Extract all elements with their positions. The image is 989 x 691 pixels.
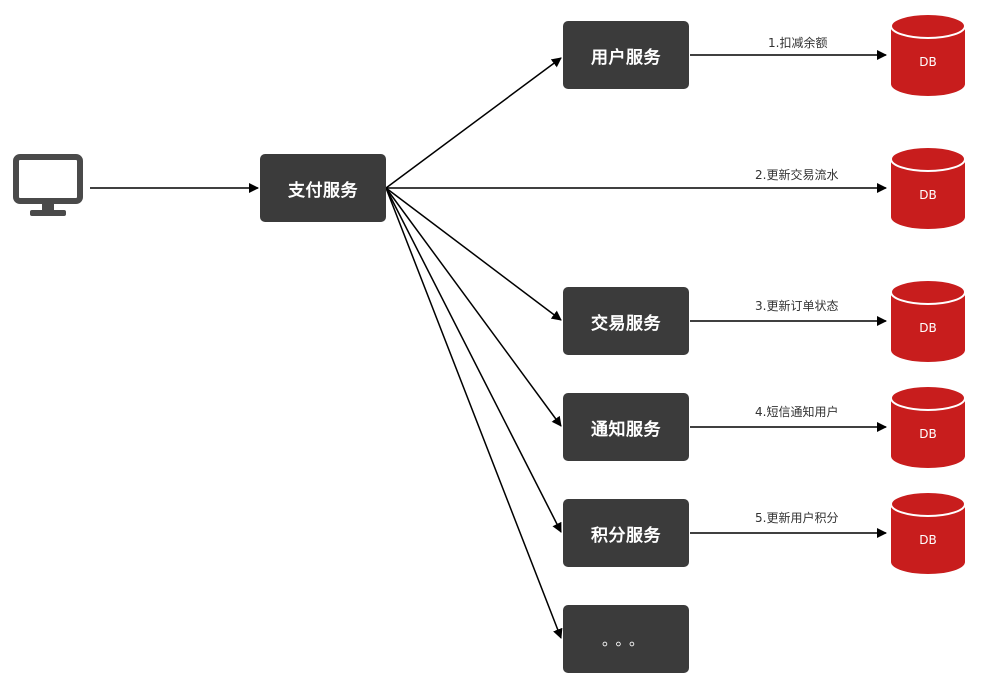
edge-label-sms: 4.短信通知用户 (755, 405, 839, 419)
edge-label-order: 3.更新订单状态 (755, 299, 839, 313)
user-service-label: 用户服务 (591, 47, 661, 68)
edge-pay-points (385, 187, 562, 533)
edge-label-deduct: 1.扣减余额 (768, 36, 828, 50)
database-icon: DB (889, 145, 967, 231)
points-service-node: 积分服务 (563, 499, 689, 567)
points-service-label: 积分服务 (591, 525, 661, 546)
trade-service-node: 交易服务 (563, 287, 689, 355)
pay-service-label: 支付服务 (288, 180, 358, 201)
edge-pay-user (385, 57, 562, 189)
db-label: DB (919, 188, 937, 202)
database-icon: DB (889, 12, 967, 98)
database-icon: DB (889, 384, 967, 470)
monitor-icon (12, 152, 84, 222)
edge-pay-notify (385, 187, 562, 427)
pay-service-node: 支付服务 (260, 154, 386, 222)
edge-label-points: 5.更新用户积分 (755, 511, 839, 525)
more-services-node: 。。。 (563, 605, 689, 673)
trade-service-label: 交易服务 (591, 313, 661, 334)
notify-service-label: 通知服务 (591, 419, 661, 440)
edge-label-flow: 2.更新交易流水 (755, 168, 839, 182)
notify-service-node: 通知服务 (563, 393, 689, 461)
database-icon: DB (889, 278, 967, 364)
db-label: DB (919, 321, 937, 335)
more-services-label: 。。。 (601, 630, 650, 649)
db-label: DB (919, 55, 937, 69)
user-service-node: 用户服务 (563, 21, 689, 89)
edge-pay-trade (385, 187, 562, 321)
edge-pay-more (385, 187, 563, 639)
db-label: DB (919, 533, 937, 547)
database-icon: DB (889, 490, 967, 576)
db-label: DB (919, 427, 937, 441)
